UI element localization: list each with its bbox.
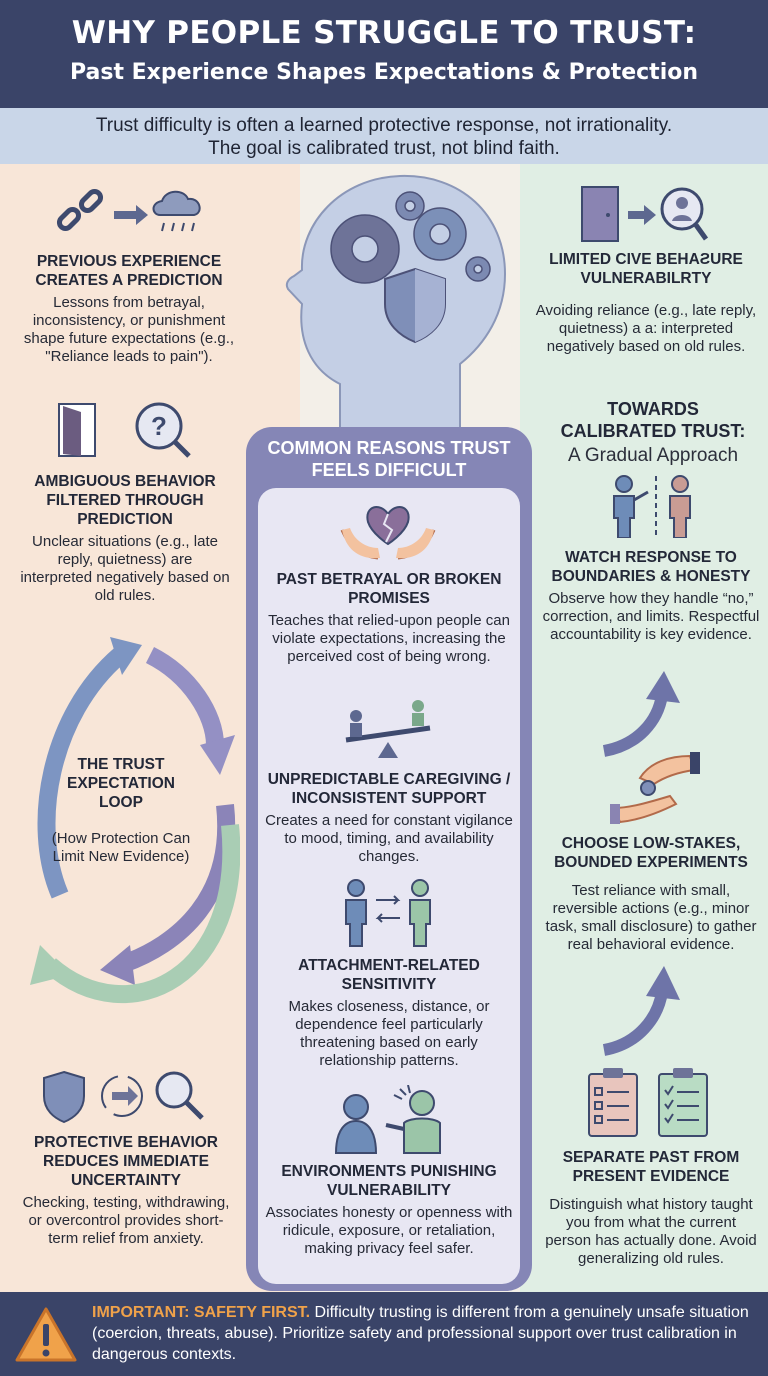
- towards-title: TOWARDS CALIBRATED TRUST:: [560, 399, 746, 441]
- header: WHY PEOPLE STRUGGLE TO TRUST: Past Exper…: [0, 0, 768, 108]
- page-subtitle: Past Experience Shapes Expectations & Pr…: [69, 60, 699, 85]
- choose-experiments-body: Test reliance with small, reversible act…: [545, 882, 757, 953]
- svg-text:?: ?: [151, 411, 167, 441]
- separate-evidence-block: SEPARATE PAST FROM PRESENT EVIDENCE Dist…: [542, 1148, 760, 1268]
- safety-warning-lead: IMPORTANT: SAFETY FIRST.: [92, 1304, 311, 1321]
- rain-cloud-icon: [152, 190, 201, 216]
- protective-behavior-title: PROTECTIVE BEHAVIOR REDUCES IMMEDIATE UN…: [33, 1134, 218, 1189]
- previous-experience-block: PREVIOUS EXPERIENCE CREATES A PREDICTION…: [18, 252, 240, 366]
- hands-coin-icon: [610, 752, 700, 824]
- protective-icons: [43, 1070, 204, 1124]
- gear-icon: [330, 191, 491, 284]
- trust-loop-title: THE TRUST EXPECTATION LOOP: [67, 756, 175, 811]
- watch-response-body: Observe how they handle “no,” correction…: [542, 590, 760, 643]
- reason-4-body: Associates honesty or openness with ridi…: [265, 1204, 513, 1257]
- reasons-inner: [258, 488, 520, 1284]
- separate-evidence-body: Distinguish what history taught you from…: [545, 1196, 757, 1267]
- limited-vulnerability-block: LIMITED CIVE BEHAƧURE VULNERABILRTY Avoi…: [532, 250, 760, 356]
- magnifier-icon: [135, 402, 183, 450]
- protective-behavior-body: Checking, testing, withdrawing, or overc…: [22, 1194, 230, 1247]
- safety-warning-text: IMPORTANT: SAFETY FIRST. Difficulty trus…: [92, 1302, 756, 1365]
- safety-warning-body: Difficulty trusting is different from a …: [92, 1304, 749, 1363]
- broken-chain-icon: [56, 188, 201, 232]
- clipboards-icon: [588, 1068, 708, 1137]
- reason-2-block: UNPREDICTABLE CAREGIVING / INCONSISTENT …: [262, 770, 516, 866]
- reasons-panel-title: COMMON REASONS TRUST FEELS DIFFICULT: [267, 438, 511, 480]
- head-gears-illustration: [285, 174, 507, 435]
- two-people-arrows-icon: [345, 879, 431, 947]
- magnifier-icon: [155, 1071, 193, 1109]
- limited-vulnerability-body: Avoiding reliance (e.g., late reply, qui…: [535, 302, 757, 355]
- separate-evidence-title: SEPARATE PAST FROM PRESENT EVIDENCE: [562, 1149, 740, 1185]
- cycle-icon: [101, 1075, 143, 1117]
- watch-response-block: WATCH RESPONSE TO BOUNDARIES & HONESTY O…: [540, 548, 762, 644]
- reason-1-title: PAST BETRAYAL OR BROKEN PROMISES: [276, 571, 502, 607]
- reason-3-block: ATTACHMENT-RELATED SENSITIVITY Makes clo…: [262, 956, 516, 1070]
- trust-loop-block: THE TRUST EXPECTATION LOOP (How Protecti…: [46, 755, 196, 866]
- broken-heart-hands-icon: [340, 506, 436, 560]
- towards-calibrated-block: TOWARDS CALIBRATED TRUST: A Gradual Appr…: [548, 398, 758, 468]
- previous-experience-body: Lessons from betrayal, inconsistency, or…: [23, 294, 235, 365]
- trust-loop-body: (How Protection Can Limit New Evidence): [51, 830, 191, 865]
- towards-subtitle: A Gradual Approach: [567, 445, 739, 466]
- reason-2-title: UNPREDICTABLE CAREGIVING / INCONSISTENT …: [267, 771, 511, 807]
- reason-2-body: Creates a need for constant vigilance to…: [265, 812, 513, 865]
- up-arrow-1: [602, 671, 680, 757]
- safety-warning-banner: IMPORTANT: SAFETY FIRST. Difficulty trus…: [0, 1292, 768, 1376]
- intro-line-2: The goal is calibrated trust, not blind …: [208, 138, 560, 159]
- intro-line-1: Trust difficulty is often a learned prot…: [95, 115, 673, 136]
- page-title: WHY PEOPLE STRUGGLE TO TRUST:: [71, 15, 697, 51]
- up-arrow-2: [602, 966, 680, 1056]
- intro-banner: Trust difficulty is often a learned prot…: [0, 108, 768, 164]
- loop-arrows: [30, 637, 240, 1003]
- choose-experiments-title: CHOOSE LOW-STAKES, BOUNDED EXPERIMENTS: [554, 835, 748, 871]
- ridicule-icon: [334, 1085, 441, 1154]
- previous-experience-title: PREVIOUS EXPERIENCE CREATES A PREDICTION: [35, 253, 223, 289]
- shield-icon: [43, 1070, 85, 1124]
- door-person-search-icon: [581, 186, 708, 242]
- ambiguous-behavior-block: AMBIGUOUS BEHAVIOR FILTERED THROUGH PRED…: [20, 472, 230, 605]
- reason-4-block: ENVIRONMENTS PUNISHING VULNERABILITY Ass…: [262, 1162, 516, 1258]
- ambiguous-behavior-title: AMBIGUOUS BEHAVIOR FILTERED THROUGH PRED…: [34, 473, 216, 528]
- choose-experiments-block: CHOOSE LOW-STAKES, BOUNDED EXPERIMENTS T…: [540, 834, 762, 954]
- warning-icon: [15, 1307, 77, 1362]
- reason-4-title: ENVIRONMENTS PUNISHING VULNERABILITY: [281, 1163, 497, 1199]
- boundary-people-icon: [613, 475, 691, 538]
- seesaw-icon: [345, 700, 431, 758]
- reason-3-title: ATTACHMENT-RELATED SENSITIVITY: [298, 957, 480, 993]
- reason-1-block: PAST BETRAYAL OR BROKEN PROMISES Teaches…: [262, 570, 516, 666]
- watch-response-title: WATCH RESPONSE TO BOUNDARIES & HONESTY: [551, 549, 751, 585]
- protective-behavior-block: PROTECTIVE BEHAVIOR REDUCES IMMEDIATE UN…: [14, 1133, 238, 1248]
- reason-1-body: Teaches that relied-upon people can viol…: [268, 612, 510, 665]
- door-question-icon: ?: [58, 402, 191, 458]
- ambiguous-behavior-body: Unclear situations (e.g., late reply, qu…: [20, 533, 230, 604]
- reason-3-body: Makes closeness, distance, or dependence…: [288, 998, 490, 1069]
- limited-vulnerability-title: LIMITED CIVE BEHAƧURE VULNERABILRTY: [549, 251, 743, 287]
